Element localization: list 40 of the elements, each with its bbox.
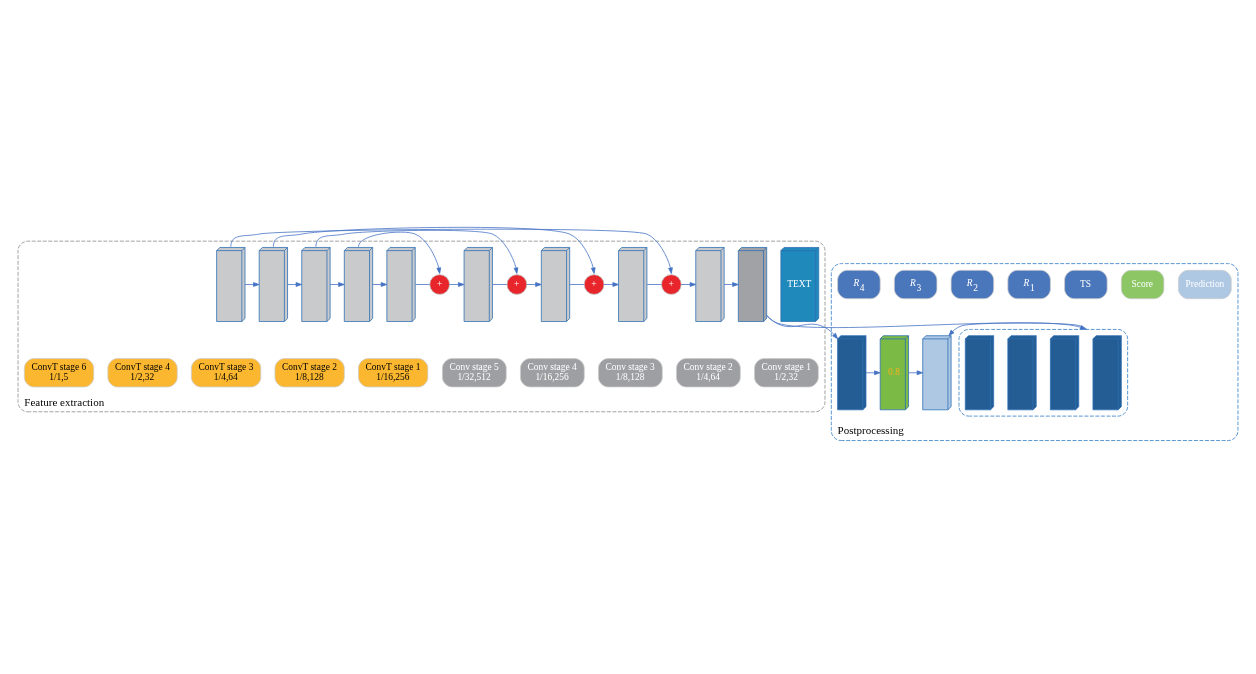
node-box: ConvT stage 3 1/4,64 xyxy=(191,358,262,388)
arrow xyxy=(948,322,1088,337)
arrow xyxy=(272,226,596,274)
node-circle: + xyxy=(661,274,682,295)
arrow xyxy=(603,282,619,287)
connector xyxy=(646,284,662,285)
arrow xyxy=(766,315,1087,330)
arrow xyxy=(865,370,881,376)
node-box: Conv stage 2 1/4,64 xyxy=(676,358,741,388)
connector xyxy=(492,284,508,285)
node-box: Conv stage 1 1/2,32 xyxy=(754,358,819,388)
arrow xyxy=(329,282,345,287)
node-box: ConvT stage 2 1/8,128 xyxy=(274,358,345,388)
arrow xyxy=(723,282,739,287)
node-circle: + xyxy=(506,274,528,295)
node-box: ConvT stage 4 1/2,32 xyxy=(107,358,178,388)
arrow xyxy=(358,231,442,274)
arrow xyxy=(908,370,923,376)
arrow xyxy=(230,228,673,274)
node-box: Conv stage 5 1/32,512 xyxy=(442,358,507,388)
connector xyxy=(569,284,585,285)
node-box: Prediction xyxy=(1178,269,1232,300)
node-circle: + xyxy=(429,274,450,295)
node-circle: + xyxy=(583,274,605,295)
arrow xyxy=(449,282,465,287)
node-box: ConvT stage 1 1/16,256 xyxy=(358,358,429,388)
arrow xyxy=(680,282,697,287)
node-box: Conv stage 3 1/8,128 xyxy=(598,358,663,388)
node-box: TS xyxy=(1064,269,1108,300)
arrow xyxy=(526,282,542,287)
arrow xyxy=(244,282,260,287)
arrow xyxy=(372,282,388,287)
arrow xyxy=(287,282,302,287)
node-box: Conv stage 4 1/16,256 xyxy=(520,358,585,388)
arrow xyxy=(315,229,519,274)
arrow xyxy=(766,314,838,340)
node-box: ConvT stage 6 1/1,5 xyxy=(23,358,95,388)
node-box: Score xyxy=(1120,269,1165,300)
cluster xyxy=(958,329,1129,417)
connector xyxy=(415,284,430,285)
